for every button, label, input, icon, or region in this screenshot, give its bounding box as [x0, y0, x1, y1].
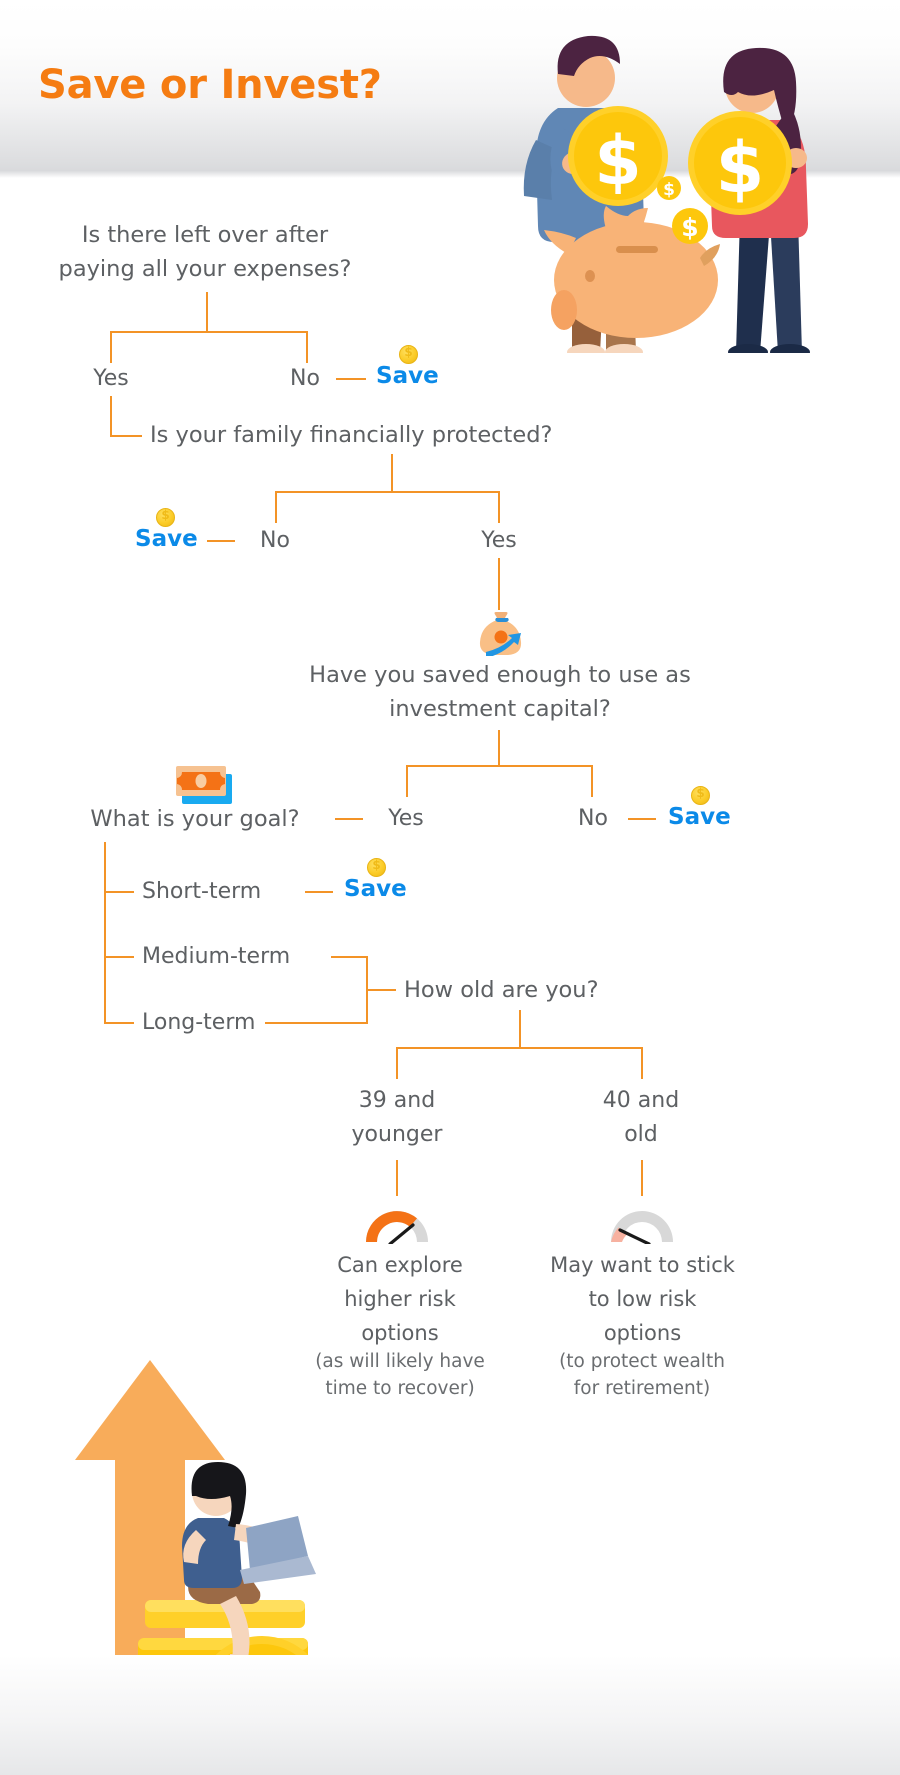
connector-q3-no-to-save	[628, 818, 656, 820]
connector-long-term-merge-h	[265, 1022, 367, 1024]
connector-age-bar	[396, 1047, 642, 1049]
connector-young-to-outcome	[396, 1160, 398, 1196]
outcome-higher-risk: Can explore higher risk options	[337, 1253, 463, 1345]
connector-q1-no-to-save	[336, 378, 366, 380]
outcome-save-q2-no: Save	[135, 526, 198, 552]
connector-q3-bar	[406, 765, 592, 767]
question-how-old-are-you: How old are you?	[404, 977, 599, 1003]
couple-with-coins-piggybank-illustration: $ $ $ $	[523, 35, 810, 353]
connector-q1-bar	[110, 331, 308, 333]
connector-q1-yes-drop	[110, 331, 112, 363]
svg-text:$: $	[663, 180, 675, 200]
answer-age-40-and-old: 40 and old	[602, 1088, 680, 1147]
connector-goal-spine	[104, 842, 106, 1024]
connector-q3-yes-to-goal	[335, 818, 363, 820]
connector-age-young-drop	[396, 1047, 398, 1079]
connector-q2-no-drop	[275, 491, 277, 523]
answer-age-39-and-younger: 39 and younger	[351, 1088, 443, 1147]
option-long-term: Long-term	[142, 1010, 256, 1035]
connector-q1-no-drop	[306, 331, 308, 363]
money-bag-growth-icon	[479, 612, 522, 656]
connector-q1-stem	[206, 292, 208, 332]
page-title: Save or Invest?	[38, 62, 382, 108]
outcome-save-q1-no: Save	[376, 363, 439, 389]
outcome-save-q3-no: Save	[668, 804, 731, 830]
coin-dollar-icon	[156, 508, 175, 527]
connector-q2-bar	[275, 491, 499, 493]
coin-dollar-icon	[367, 858, 386, 877]
header-band-fade	[0, 170, 900, 178]
connector-goal-merge-to-age	[366, 989, 396, 991]
connector-old-to-outcome	[641, 1160, 643, 1196]
connector-q2-yes-stem	[498, 558, 500, 610]
risk-gauge-high-icon	[366, 1211, 428, 1244]
coin-dollar-icon	[399, 345, 418, 364]
footer-band	[0, 1655, 900, 1775]
coin-dollar-icon	[691, 786, 710, 805]
question-family-financially-protected: Is your family financially protected?	[150, 422, 553, 448]
svg-text:$: $	[716, 127, 765, 209]
connector-age-stem	[519, 1010, 521, 1048]
connector-q1-yes-elbow-h	[110, 435, 142, 437]
question-saved-enough-investment-capital: Have you saved enough to use as investme…	[309, 662, 691, 722]
risk-gauge-low-icon	[611, 1211, 673, 1244]
answer-q1-yes: Yes	[93, 366, 129, 391]
answer-q2-no: No	[260, 528, 290, 553]
option-short-term: Short-term	[142, 879, 262, 904]
connector-q3-stem	[498, 730, 500, 766]
connector-age-old-drop	[641, 1047, 643, 1079]
answer-q3-no: No	[578, 806, 608, 831]
connector-goal-long-tick	[104, 1022, 134, 1024]
connector-q3-no-drop	[591, 765, 593, 797]
outcome-low-risk: May want to stick to low risk options	[550, 1253, 735, 1345]
connector-q1-yes-elbow-v	[110, 396, 112, 436]
connector-goal-medium-tick	[104, 956, 134, 958]
question-left-over-after-expenses: Is there left over after paying all your…	[58, 222, 352, 282]
svg-text:$: $	[594, 122, 641, 201]
connector-medium-term-merge-h	[331, 956, 367, 958]
answer-q1-no: No	[290, 366, 320, 391]
banknote-icon	[176, 766, 232, 804]
connector-q2-yes-drop	[498, 491, 500, 523]
svg-text:$: $	[681, 213, 698, 242]
connector-short-term-to-save	[305, 891, 333, 893]
outcome-low-risk-note: (to protect wealth for retirement)	[559, 1351, 725, 1399]
connector-q2-stem	[391, 454, 393, 492]
question-what-is-your-goal: What is your goal?	[90, 806, 300, 832]
option-medium-term: Medium-term	[142, 944, 291, 969]
connector-q2-no-to-save	[207, 540, 235, 542]
outcome-higher-risk-note: (as will likely have time to recover)	[315, 1351, 485, 1399]
answer-q3-yes: Yes	[388, 806, 424, 831]
outcome-save-short-term: Save	[344, 876, 407, 902]
connector-goal-short-tick	[104, 891, 134, 893]
connector-q3-yes-drop	[406, 765, 408, 797]
answer-q2-yes: Yes	[481, 528, 517, 553]
